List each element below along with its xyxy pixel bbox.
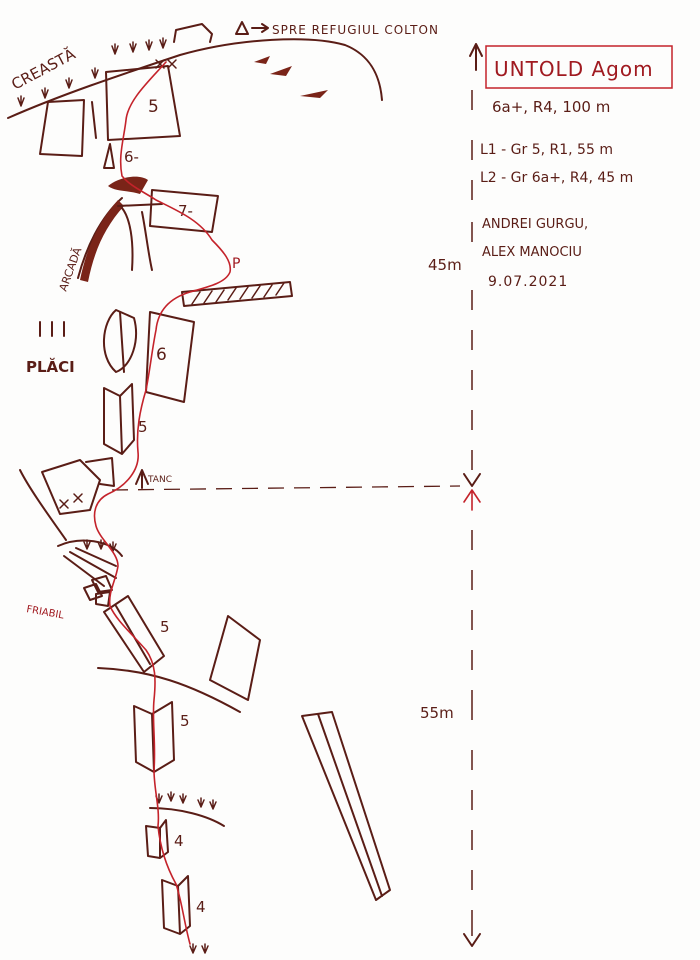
grade-summary: 6a+, R4, 100 m (492, 98, 610, 116)
grade-label-1: 5 (148, 97, 159, 117)
measure-line-lower (463, 489, 481, 947)
ledge-arrow-icon (135, 469, 149, 489)
base-arrows (189, 943, 209, 954)
block-6 (145, 311, 195, 403)
grass-arrows (155, 791, 217, 810)
chimney-4-upper (145, 819, 169, 859)
slabs-label: PLĂCI (26, 357, 75, 376)
grade-label-9: 4 (196, 898, 206, 916)
pitch-divider (111, 485, 461, 491)
route-line (93, 61, 232, 945)
grass-ledge (149, 807, 225, 827)
belay-mark-mid (59, 493, 83, 509)
ledge-fan (57, 539, 123, 587)
spike-label: FRIABIL (25, 604, 65, 621)
grade-label-5: 5 (138, 418, 148, 436)
belay-mark-top (155, 59, 177, 69)
arch-pillars (117, 203, 163, 271)
block-7 (149, 189, 219, 233)
grade-label-2: 6- (124, 148, 139, 166)
pitch-1: L1 - Gr 5, R1, 55 m (480, 142, 613, 158)
ledge-bar (181, 281, 293, 307)
hut-direction-label: SPRE REFUGIUL COLTON (272, 23, 439, 37)
direction-arrow-icon (235, 21, 269, 35)
arch-hatching (80, 200, 124, 282)
slab-outline (102, 309, 137, 373)
long-slab (301, 711, 391, 901)
ridge-line (7, 38, 383, 119)
author-1: ANDREI GURGU, (482, 217, 588, 232)
route-title: UNTOLD Agom (494, 57, 654, 81)
ledge-hatching (191, 282, 285, 305)
distance-lower: 55m (420, 704, 454, 722)
grade-label-7: 5 (180, 712, 190, 730)
grade-label-4: 6 (156, 345, 167, 365)
scree-line (97, 667, 241, 713)
author-2: ALEX MANOCIU (482, 245, 582, 260)
measure-line-upper (463, 43, 483, 487)
pitch-2: L2 - Gr 6a+, R4, 45 m (480, 170, 633, 186)
route-date: 9.07.2021 (488, 274, 568, 290)
hut-symbol (173, 23, 213, 43)
dihedral-lower-1 (103, 595, 165, 673)
distance-upper: 45m (428, 256, 462, 274)
pillar-small (103, 143, 115, 169)
block-right (209, 615, 261, 701)
dihedral-mid-upper (103, 383, 135, 455)
grade-label-6: 5 (160, 618, 170, 636)
ledge-label: TANC (147, 475, 172, 485)
block-station (19, 457, 115, 541)
slabs-symbol (39, 321, 65, 337)
block-upper-left (39, 99, 85, 157)
title-box (485, 45, 673, 89)
belay-label: P (232, 256, 240, 272)
ridge-arrows (17, 37, 167, 107)
dihedral-upper (91, 65, 181, 141)
grade-label-3: 7- (178, 202, 193, 220)
rock-marks (254, 56, 328, 98)
grade-label-8: 4 (174, 832, 184, 850)
